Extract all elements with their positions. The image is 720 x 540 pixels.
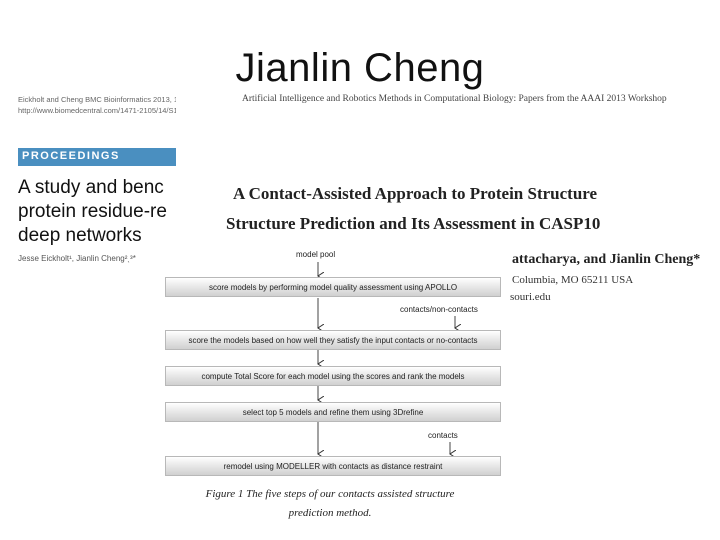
- proceedings-label: PROCEEDINGS: [22, 150, 120, 162]
- figure-caption-line-2: prediction method.: [288, 507, 372, 519]
- right-paper-header: Artificial Intelligence and Robotics Met…: [242, 94, 667, 104]
- right-paper-authors: attacharya, and Jianlin Cheng*: [512, 252, 701, 267]
- model-pool-label: model pool: [296, 250, 336, 259]
- flow-step-2: score the models based on how well they …: [165, 330, 501, 350]
- flow-step-4: select top 5 models and refine them usin…: [165, 402, 501, 422]
- right-paper-title-line-2: Structure Prediction and Its Assessment …: [226, 214, 601, 233]
- contacts-label: contacts: [428, 431, 458, 440]
- left-paper-title-line-1: A study and benc: [18, 177, 164, 198]
- flow-step-5: remodel using MODELLER with contacts as …: [165, 456, 501, 476]
- left-paper-url: http://www.biomedcentral.com/1471-2105/1…: [18, 106, 176, 115]
- proceedings-banner: PROCEEDINGS: [18, 148, 176, 166]
- contacts-non-contacts-label: contacts/non-contacts: [400, 305, 478, 314]
- figure-caption-line-1: Figure 1 The five steps of our contacts …: [205, 488, 455, 500]
- left-paper-authors: Jesse Eickholt¹, Jianlin Cheng²ˎ³*: [18, 254, 136, 263]
- left-paper-reference: Eickholt and Cheng BMC Bioinformatics 20…: [18, 95, 176, 104]
- right-paper-email: souri.edu: [510, 291, 551, 303]
- flow-step-1: score models by performing model quality…: [165, 277, 501, 297]
- right-paper-title-line-1: A Contact-Assisted Approach to Protein S…: [233, 184, 598, 203]
- flow-step-3: compute Total Score for each model using…: [165, 366, 501, 386]
- left-paper-clip: Eickholt and Cheng BMC Bioinformatics 20…: [18, 94, 176, 274]
- slide-title: Jianlin Cheng: [235, 46, 485, 90]
- left-paper-title-line-2: protein residue-re: [18, 201, 167, 222]
- right-paper-affiliation: Columbia, MO 65211 USA: [512, 274, 634, 286]
- left-paper-title-line-3: deep networks: [18, 225, 142, 246]
